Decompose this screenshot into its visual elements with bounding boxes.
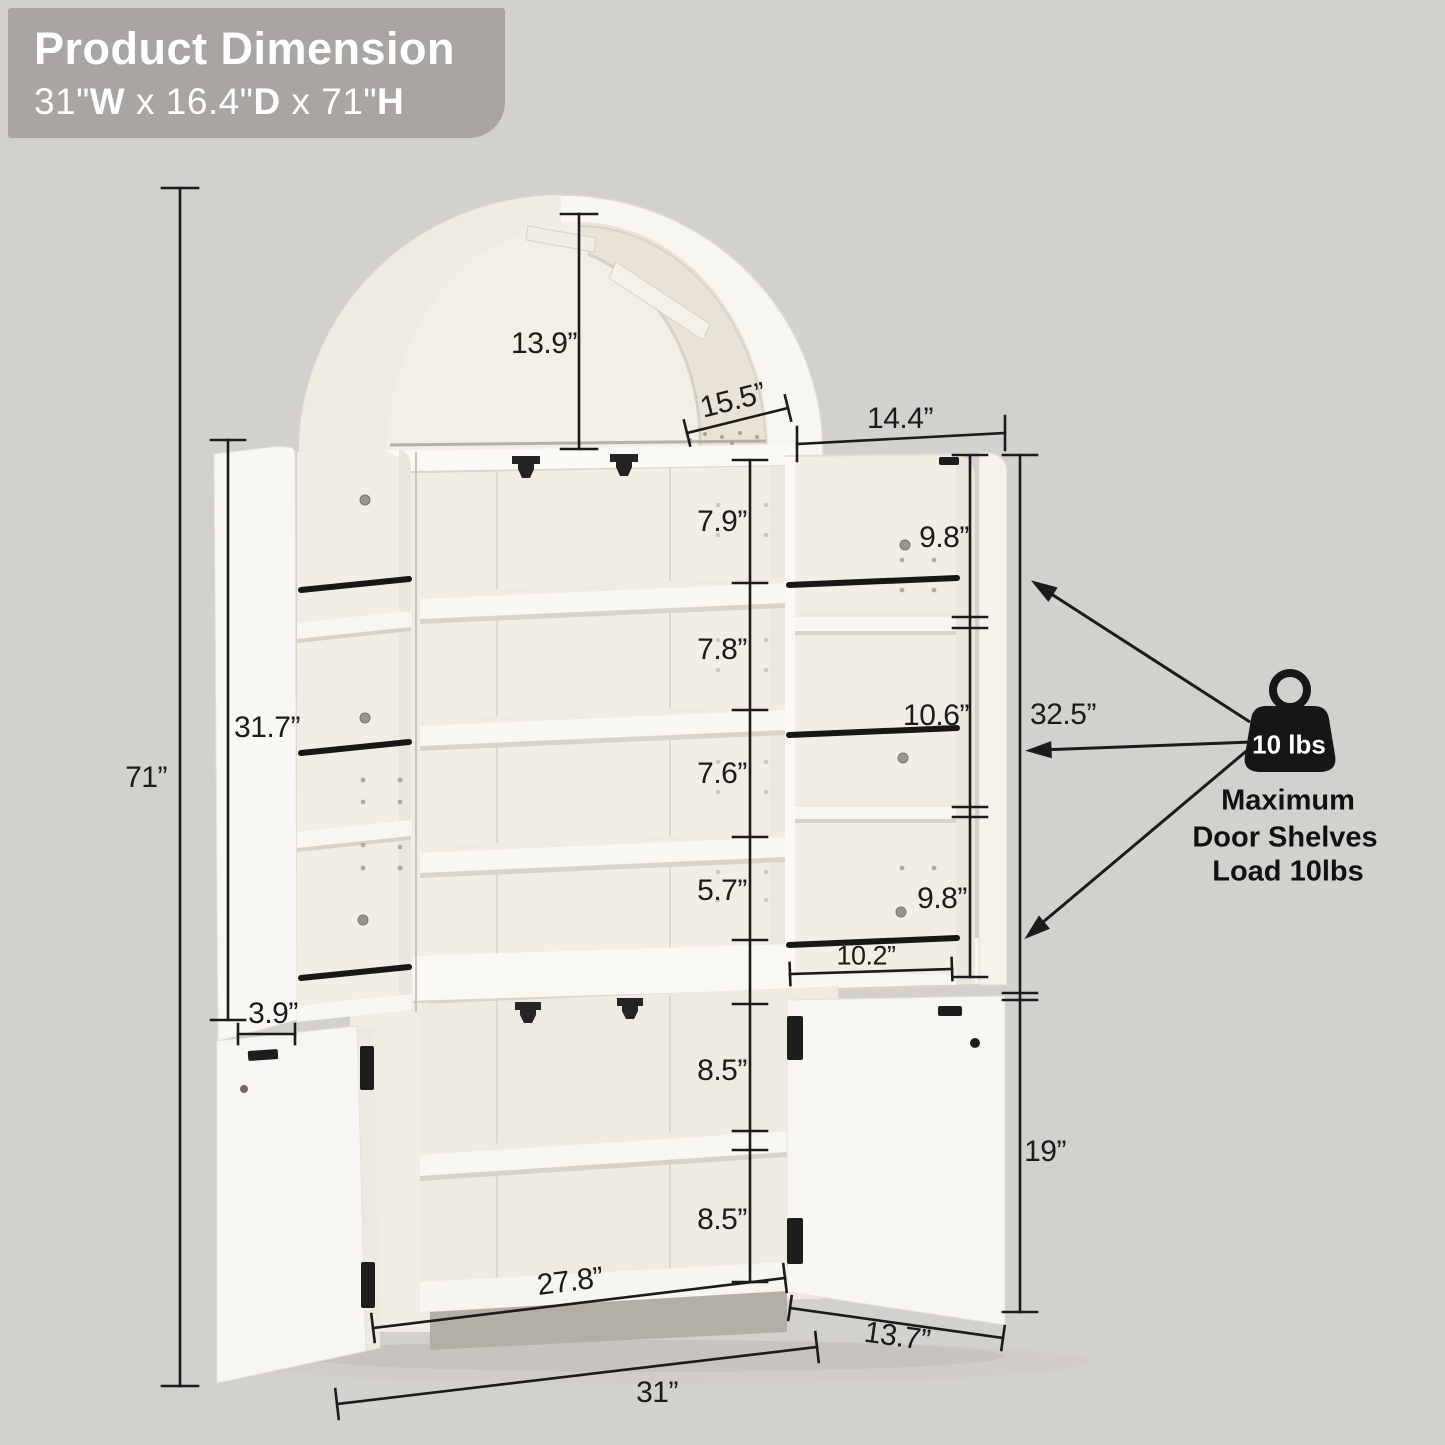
door-catch — [939, 457, 959, 465]
subtitle-separator: x — [125, 80, 166, 122]
dimension-label-total-height: 71” — [125, 761, 167, 794]
peg-holes — [688, 431, 759, 445]
subtitle-width-value: 31" — [34, 80, 90, 122]
subtitle-separator: x — [280, 80, 322, 122]
screw — [240, 1085, 248, 1093]
screws — [895, 539, 911, 918]
subtitle-depth-value: 16.4" — [165, 80, 254, 122]
page-title: Product Dimension — [34, 23, 456, 74]
dimension-label-upper-right-door-height: 32.5” — [1030, 698, 1096, 731]
subtitle-depth-unit: D — [253, 80, 281, 122]
dimension-label-upper-left-door-height: 31.7” — [234, 711, 300, 744]
lower-right-door — [786, 995, 1006, 1326]
lower-interior — [420, 986, 838, 1350]
header-banner: Product Dimension 31"W x 16.4"D x 71"H — [8, 8, 505, 138]
dimension-label-arch-height: 13.9” — [511, 327, 577, 360]
lower-left-door — [216, 1025, 380, 1384]
peg-holes — [360, 777, 403, 871]
upper-right-door — [784, 451, 1008, 986]
door-shelf-rails — [298, 576, 412, 981]
dimension-label-door-shelf-top: 9.8” — [919, 521, 969, 554]
hinge — [787, 1218, 803, 1264]
door-knob — [970, 1038, 980, 1048]
door-catch — [247, 1049, 279, 1061]
weight-icon — [1244, 669, 1336, 772]
load-arrows — [1024, 580, 1253, 940]
dimension-label-shelf-gap-3: 7.6” — [697, 757, 747, 790]
page-subtitle: 31"W x 16.4"D x 71"H — [34, 81, 505, 123]
dimension-label-lower-gap-2: 8.5” — [697, 1203, 747, 1236]
dimension-label-door-shelf-middle: 10.6” — [903, 699, 969, 732]
dimension-label-shelf-gap-1: 7.9” — [697, 505, 747, 538]
hinge — [361, 1262, 375, 1308]
dimension-label-top-width: 14.4” — [867, 402, 933, 435]
peg-holes — [715, 502, 769, 903]
hinge — [787, 1016, 803, 1060]
subtitle-width-unit: W — [89, 80, 126, 122]
door-catch — [938, 1006, 962, 1016]
dimension-label-door-shelf-width: 10.2” — [836, 940, 896, 971]
load-caption-line-3: Load 10lbs — [1212, 855, 1364, 888]
dimension-label-door-shelf-bottom: 9.8” — [917, 882, 967, 915]
upper-left-door — [213, 446, 417, 1042]
load-caption-line-2: Door Shelves — [1192, 821, 1378, 854]
floor-shadow — [230, 1340, 1090, 1384]
dimension-lines — [160, 186, 1039, 1421]
dimension-label-shelf-gap-2: 7.8” — [697, 633, 747, 666]
subtitle-height-unit: H — [377, 80, 405, 122]
dimension-label-lower-gap-1: 8.5” — [697, 1054, 747, 1087]
weight-value: 10 lbs — [1252, 729, 1326, 760]
subtitle-height-value: 71" — [321, 80, 378, 122]
dimension-label-door-shelf-depth: 3.9” — [248, 997, 298, 1030]
arch-beam — [608, 261, 711, 341]
dimension-label-lower-door-height: 19” — [1024, 1135, 1066, 1168]
upper-interior — [420, 465, 838, 958]
peg-holes — [899, 557, 937, 871]
dimension-label-shelf-gap-4: 5.7” — [697, 874, 747, 907]
hinge — [360, 1046, 374, 1090]
screws — [357, 494, 371, 926]
dimension-label-total-width: 31” — [636, 1376, 678, 1409]
load-caption-line-1: Maximum — [1221, 784, 1355, 817]
door-shelf-rails — [786, 575, 960, 948]
